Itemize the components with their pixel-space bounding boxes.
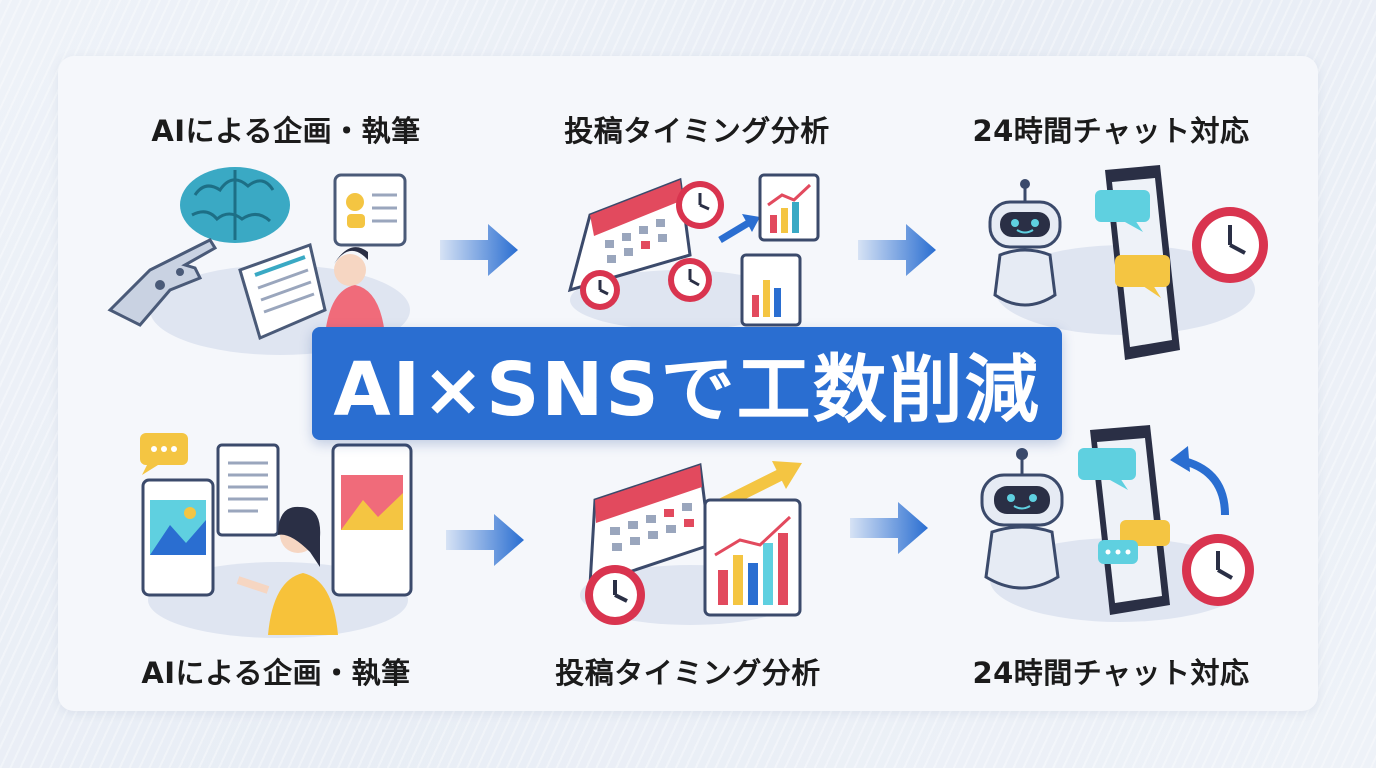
top-step-3-label: 24時間チャット対応 — [972, 114, 1250, 148]
bottom-step-3-label: 24時間チャット対応 — [972, 656, 1250, 690]
document-icon — [216, 443, 280, 537]
timing-analysis-illustration — [567, 173, 820, 330]
bottom-step-1-label: AIによる企画・執筆 — [141, 656, 411, 690]
chatbot-illustration — [988, 165, 1268, 360]
chat-bubble-icon — [1078, 448, 1136, 490]
timing-analysis-illustration-2 — [580, 461, 802, 625]
brain-icon — [180, 167, 290, 243]
image-card-icon — [331, 443, 413, 597]
clock-icon — [585, 565, 645, 625]
chat-bubble-icon — [1095, 190, 1150, 232]
title-banner: AI×SNSで工数削減 — [312, 327, 1062, 440]
document-icon — [238, 243, 327, 341]
top-step-2-label: 投稿タイミング分析 — [564, 114, 830, 148]
clock-icon — [1192, 207, 1268, 283]
chat-bubble-icon — [140, 433, 188, 475]
bottom-arrow-2 — [850, 502, 928, 554]
chat-bubble-icon — [1120, 520, 1170, 546]
bottom-arrow-1 — [446, 514, 524, 566]
bar-chart-icon — [703, 498, 802, 617]
person-icon — [236, 506, 338, 635]
clock-icon — [1182, 534, 1254, 606]
chatbot-icon — [988, 179, 1062, 307]
bottom-step-2-label: 投稿タイミング分析 — [555, 656, 821, 690]
chat-bubble-icon — [1115, 255, 1170, 298]
robot-hand-icon — [107, 238, 218, 327]
clock-icon — [676, 181, 724, 229]
clock-icon — [580, 270, 620, 310]
ai-writing-illustration — [107, 167, 410, 355]
calendar-icon — [588, 462, 712, 588]
image-card-icon — [141, 478, 215, 597]
top-arrow-2 — [858, 224, 936, 276]
bar-chart-icon — [758, 173, 820, 242]
clock-icon — [668, 258, 712, 302]
bar-chart-icon — [740, 253, 802, 327]
profile-card-icon — [333, 173, 407, 247]
calendar-icon — [567, 177, 692, 293]
trend-arrow-icon — [718, 214, 760, 244]
trend-arrow-icon — [717, 461, 802, 511]
top-step-1-label: AIによる企画・執筆 — [151, 114, 421, 148]
content-creation-illustration — [140, 433, 413, 638]
banner-title: AI×SNSで工数削減 — [333, 347, 1041, 433]
chat-bubble-icon — [1098, 540, 1138, 564]
trend-arrow-icon — [1170, 446, 1229, 516]
chatbot-illustration-2 — [980, 425, 1254, 622]
top-arrow-1 — [440, 224, 518, 276]
person-icon — [325, 247, 385, 335]
chatbot-icon — [980, 448, 1064, 590]
